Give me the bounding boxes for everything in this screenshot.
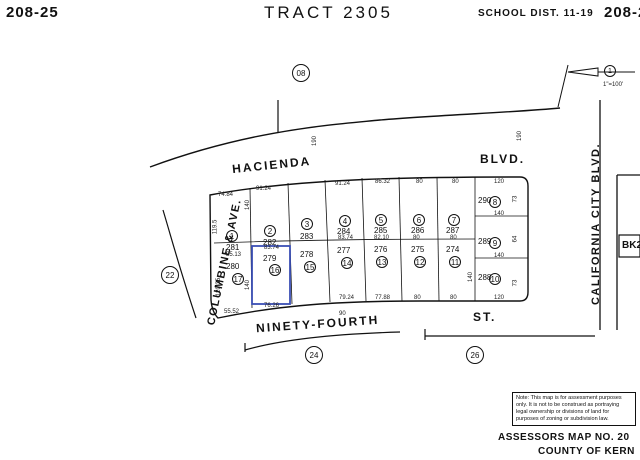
lot-circle: 16 [269,264,281,276]
dim-top: 120 [494,179,505,185]
adjacent-map-08: 08 [292,64,310,82]
dim-side: 90 [339,311,346,317]
dim-inner: 83.74 [264,245,280,251]
lot-circle: 13 [376,256,388,268]
dim-bottom: 77.88 [375,295,391,301]
dim-bottom: 79.24 [339,295,355,301]
adjacent-map-24: 24 [305,346,323,364]
dim-top: 74.84 [218,192,234,198]
dim-top: 91.24 [256,186,272,192]
lot-number: 282 [263,238,277,247]
lot-circle: 17 [232,273,244,285]
tract-title: TRACT 2305 [264,3,393,22]
dim-side: 140 [245,199,252,211]
dim-inner: 80 [413,235,420,241]
lot-number: 278 [300,250,314,259]
page-number-left: 208-25 [6,4,59,21]
lot-circle: 6 [413,214,425,226]
lot-circle: 15 [304,261,316,273]
north-arrow-icon: 1 [604,65,616,77]
lot-number: 290 [478,196,492,205]
dim-side: 73 [512,279,519,287]
street-california-city: CALIFORNIA CITY BLVD. [590,142,603,306]
dim-top: 80 [416,179,423,185]
lot-number: 284 [337,227,351,236]
lot-circle: 12 [414,256,426,268]
bk-label: BK2 [622,240,640,251]
lot-circle: 4 [339,215,351,227]
dim-side: 190 [517,130,524,142]
scale-label: 1"=100' [603,82,624,88]
lot-number: 275 [411,245,425,254]
county-label: COUNTY OF KERN [538,446,635,457]
dim-side: 119.5 [212,219,219,235]
street-blvd: BLVD. [480,152,526,166]
lot-circle: 11 [449,256,461,268]
page-number-right: 208-2 [604,4,640,21]
dim-top: 86.32 [375,179,391,185]
dim-side: 190 [312,135,319,147]
lot-number: 281 [226,243,240,252]
lot-circle: 10 [489,273,501,285]
dim-side: 140 [245,279,252,291]
lot-number: 280 [226,262,240,271]
dim-bottom: 80 [414,295,421,301]
dim-top: 80 [452,179,459,185]
dim-inner: 82.10 [374,235,390,241]
adjacent-map-22: 22 [161,266,179,284]
lot-number: 276 [374,245,388,254]
dim-bottom: 120 [494,295,505,301]
lot-circle: 3 [301,218,313,230]
dim-side: 140 [468,271,475,283]
dim-inner: 80 [450,235,457,241]
dim-side: 120.35 [216,277,223,297]
school-district: SCHOOL DIST. 11-19 [478,8,594,19]
disclaimer-note: Note: This map is for assessment purpose… [512,392,636,426]
dim-bottom: 55.52 [224,309,240,315]
dim-bottom: 80 [450,295,457,301]
lot-number: 289 [478,237,492,246]
lot-circle: 14 [341,257,353,269]
lot-number: 283 [300,232,314,241]
lot-circle: 7 [448,214,460,226]
dim-side: 64 [512,235,519,243]
assessors-map-number: ASSESSORS MAP NO. 20 [498,432,630,443]
lot-number: 288 [478,273,492,282]
lot-number: 285 [374,226,388,235]
lot-number: 286 [411,226,425,235]
lot-circle: 5 [375,214,387,226]
adjacent-map-26: 26 [466,346,484,364]
dim-misc: 140 [494,211,505,217]
street-st: ST. [473,310,497,324]
lot-number: 277 [337,246,351,255]
lot-circle: 2 [264,225,276,237]
lot-circle: 8 [489,196,501,208]
dim-bottom: 76.26 [264,303,280,309]
dim-top: 91.24 [335,181,351,187]
dim-side: 73 [512,195,519,203]
dim-inner: 83.74 [338,235,354,241]
lot-circle: 9 [489,237,501,249]
lot-number: 287 [446,226,460,235]
dim-misc: 140 [494,253,505,259]
dim-inner: 85.13 [226,252,242,258]
lot-number: 274 [446,245,460,254]
lot-number: 279 [263,254,277,263]
lot-circle: 1 [226,230,238,242]
